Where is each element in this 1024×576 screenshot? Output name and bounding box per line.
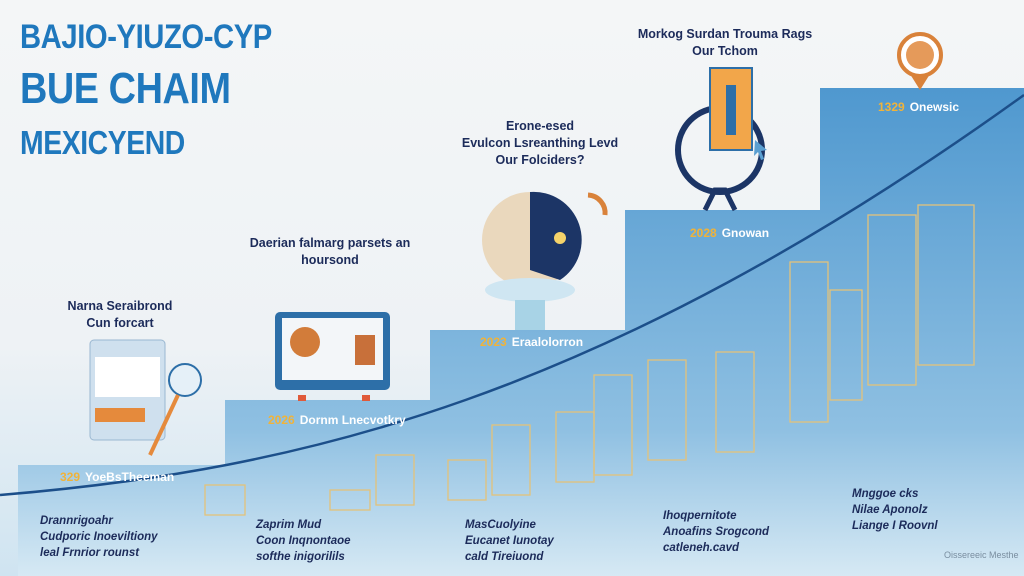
caption-line: Our Tchom [692, 44, 758, 58]
caption-line: Our Folciders? [495, 153, 585, 167]
step-label-1: 329 YoeBsTheeman [60, 470, 174, 484]
footer-line: MasCuolyine [465, 519, 536, 531]
step-year: 2023 [480, 335, 507, 349]
caption-line: Morkog Surdan Trouma Rags [637, 27, 813, 41]
watermark: Oissereeic Mesthe [944, 550, 1019, 560]
footer-line: Zaprim Mud [256, 519, 322, 531]
medal-illustration [897, 32, 943, 90]
step-label-3: 2023 Eraalolorron [480, 335, 583, 349]
step-text: Gnowan [721, 226, 770, 240]
footer-line: Liange I Roovnl [852, 520, 938, 532]
caption-line: Evulcon Lsreanthing Levd [461, 136, 619, 150]
footer-line: Coon Inqnontaoe [256, 535, 351, 547]
footer-line: Nilae Aponolz [852, 504, 928, 516]
title-line-1: BAJIO-YIUZO-CYP [20, 18, 272, 56]
footer-line: Drannrigoahr [40, 515, 113, 527]
caption-2: Daerian falmarg parsets an hoursond [235, 235, 425, 269]
step-text: Onewsic [909, 100, 960, 114]
step-label-2: 2026 Dornm Lnecvotkry [268, 413, 406, 427]
step-text: Dornm Lnecvotkry [299, 413, 406, 427]
step-label-4: 2028 Gnowan [690, 226, 769, 240]
caption-line: Erone-esed [505, 119, 575, 133]
caption-line: Daerian falmarg parsets an [249, 236, 411, 250]
step-label-5: 1329 Onewsic [878, 100, 959, 114]
laptop-illustration [89, 339, 202, 456]
title-line-2: BUE CHAIM [20, 64, 231, 113]
footer-line: catleneh.cavd [663, 542, 740, 554]
footer-line: Eucanet Iunotay [465, 535, 554, 547]
step-text: Eraalolorron [511, 335, 584, 349]
globe-illustration [482, 191, 608, 330]
footer-line: Cudporic Inoeviltiony [40, 531, 158, 543]
caption-line: Narna Seraibrond [67, 299, 173, 313]
footer-line: cald Tireiuond [465, 551, 544, 563]
step-year: 2028 [690, 226, 717, 240]
step-year: 1329 [878, 100, 905, 114]
footer-line: Anoafins Srogcond [663, 526, 770, 538]
footer-line: Ihoqpernitote [663, 510, 737, 522]
caption-1: Narna Seraibrond Cun forcart [55, 298, 185, 332]
footer-line: softhe inigorilils [256, 551, 345, 563]
step-year: 2026 [268, 413, 295, 427]
footer-line: Mnggoe cks [852, 488, 919, 500]
footer-line: leal Frnrior rounst [40, 547, 140, 559]
step-year: 329 [60, 470, 81, 484]
title-line-3: MEXICYEND [20, 124, 185, 161]
caption-line: hoursond [301, 253, 359, 267]
caption-4: Morkog Surdan Trouma Rags Our Tchom [630, 26, 820, 60]
staircase [18, 88, 1024, 576]
monitor-illustration [275, 312, 390, 401]
bar-outlines [204, 204, 975, 516]
caption-3: Erone-esed Evulcon Lsreanthing Levd Our … [455, 118, 625, 169]
trophy-illustration [675, 67, 767, 212]
caption-line: Cun forcart [86, 316, 154, 330]
growth-curve [0, 93, 1024, 497]
step-text: YoeBsTheeman [85, 470, 175, 484]
